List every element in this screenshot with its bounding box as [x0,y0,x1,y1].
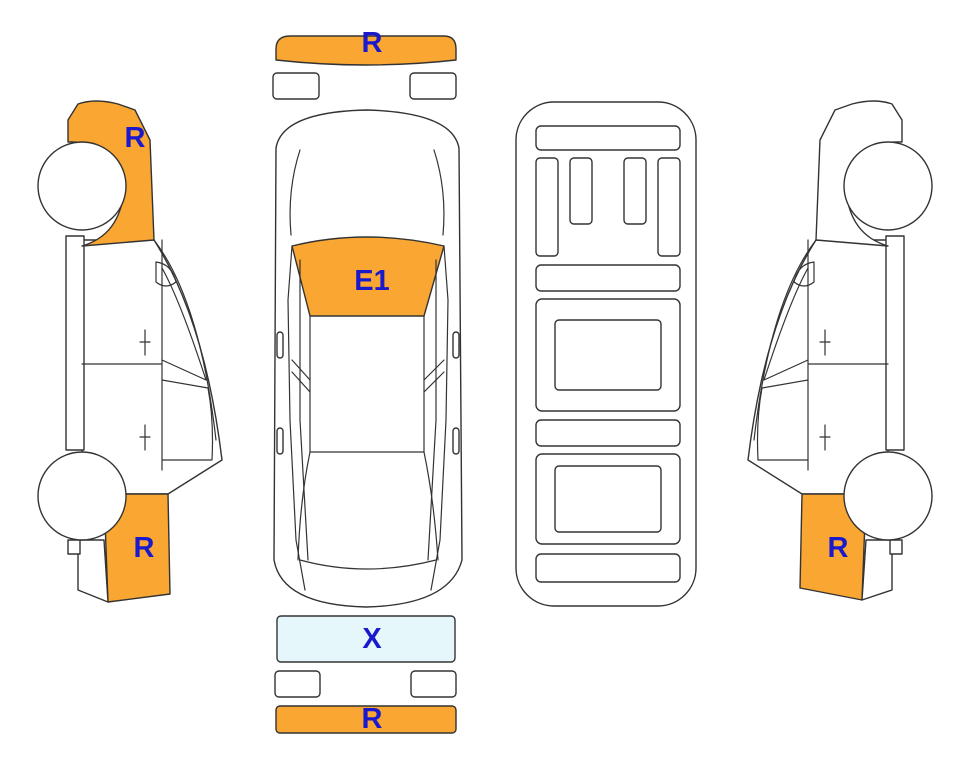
right-rear-wheel [843,451,933,541]
left-rear-quarter-label: R [134,532,155,564]
underside-crossmember-2 [535,419,681,447]
right-front-door-handle [819,329,831,356]
top-view-body [273,109,463,608]
underside-block-2 [623,157,647,225]
left-side-roofline [65,235,85,451]
right-rear-door-handle [819,424,831,451]
underside-rail-right [657,157,681,257]
right-glass-inner [427,259,437,561]
right-mirror-front [452,331,460,359]
left-headlight [272,72,320,100]
left-mirror-front [276,331,284,359]
underside-block-1 [569,157,593,225]
front-bumper-label: R [362,27,383,59]
underside-rear-bar [535,553,681,583]
trunk-line [299,559,437,570]
left-front-wheel [37,141,127,231]
front-bumper-panel[interactable] [275,35,457,66]
roof-outline [309,315,425,453]
right-side-window-front [763,267,809,381]
right-side-window-rear [756,379,809,461]
underside-front-bar [535,125,681,151]
left-exhaust [67,539,81,555]
left-side-body [81,239,223,495]
rear-glass-left [297,451,311,561]
left-rear-wheel [37,451,127,541]
right-side-door-lines [807,239,889,471]
left-side-door-lines [81,239,163,471]
left-front-door-handle [139,329,151,356]
left-side-window-front [161,267,207,381]
right-rear-bumper-side [861,539,893,601]
right-side-mirror [793,261,815,287]
left-front-fender-label: R [125,122,146,154]
rear-bumper-label: R [362,703,383,735]
rear-window-panel[interactable] [276,615,456,663]
hood-line-left [289,149,301,236]
b-pillar-right [423,359,445,393]
left-rear-bumper-side [77,539,109,603]
left-side-view: R R [37,100,223,603]
right-front-wheel [843,141,933,231]
right-exhaust [889,539,903,555]
left-taillight [274,670,321,698]
hood-line-right [433,149,445,236]
right-mirror-rear [452,427,460,455]
left-glass-inner [299,259,309,561]
left-mirror-rear [276,427,284,455]
underside-rail-left [535,157,559,257]
right-rear-quarter-label: R [828,532,849,564]
right-rear-quarter-panel[interactable] [799,493,867,601]
underside-floor-front-inner [554,319,662,391]
right-headlight [409,72,457,100]
right-taillight [410,670,457,698]
windshield-label: E1 [354,265,389,297]
b-pillar-left [291,359,311,393]
underside-floor-rear-inner [554,465,662,533]
left-glass-outer [287,245,306,591]
right-side-body [747,239,889,495]
underside-crossmember-1 [535,264,681,292]
rear-bumper-panel[interactable] [275,705,457,734]
rear-glass-right [423,451,439,561]
left-side-window-rear [161,379,214,461]
right-side-glass [753,239,817,441]
left-rear-quarter-panel[interactable] [103,493,171,603]
left-side-mirror [155,261,177,287]
rear-window-label: X [362,623,382,655]
right-side-view: R [747,100,933,601]
left-side-glass [153,239,217,441]
right-glass-outer [430,245,449,591]
left-rear-door-handle [139,424,151,451]
right-side-roofline [885,235,905,451]
